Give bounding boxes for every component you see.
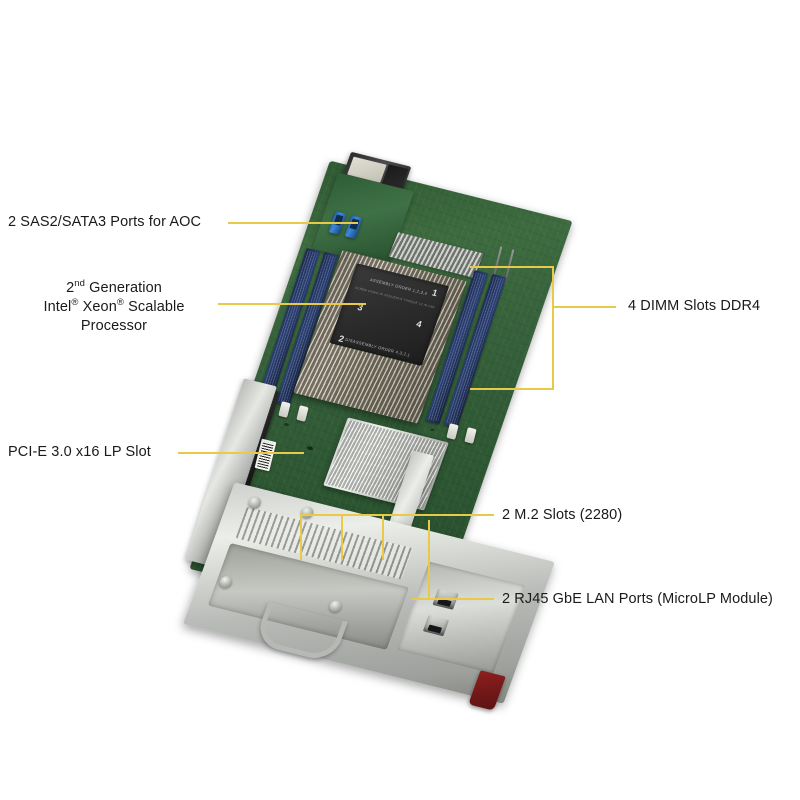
callout-lan-label: 2 RJ45 GbE LAN Ports (MicroLP Module) [502,591,773,607]
leader-sas-sata [228,222,358,225]
leader-dimm-arm-bottom [470,388,554,391]
callout-dimm-label: 4 DIMM Slots DDR4 [628,298,761,314]
leader-m2-bracket-right [382,514,385,560]
leader-m2-bracket-left [300,514,303,560]
release-latch[interactable] [468,670,507,711]
leader-dimm-spine [552,266,555,390]
cpu-line-1: 2nd Generation [66,278,162,296]
leader-m2-bracket-mid [341,514,344,560]
leader-cpu [218,303,366,306]
cpu-line-3: Processor [80,318,148,335]
rj45-port-2 [422,615,450,637]
callout-m2-label: 2 M.2 Slots (2280) [502,507,623,523]
leader-lan-vertical [428,520,431,598]
callout-cpu-label: 2nd Generation Intel® Xeon® Scalable Pro… [18,279,210,336]
callout-sas-sata-label: 2 SAS2/SATA3 Ports for AOC [8,214,202,230]
cpu-line-2: Intel® Xeon® Scalable [43,297,185,316]
lan-port-bay [397,561,526,674]
screw-marker-4: 4 [414,319,423,330]
leader-dimm-stub [552,306,616,309]
leader-dimm-arm-top [470,266,554,269]
leader-lan-run [412,598,494,601]
leader-pcie [178,452,304,455]
leader-m2-run [382,514,494,517]
callout-pcie-label: PCI-E 3.0 x16 LP Slot [8,444,151,460]
